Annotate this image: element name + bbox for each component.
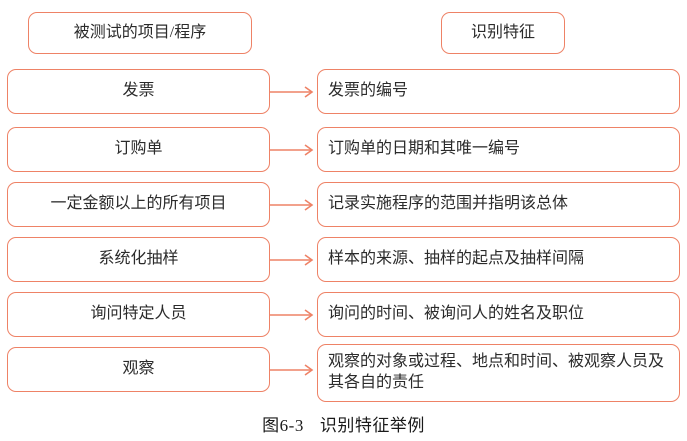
- diagram-row-observation: 观察 观察的对象或过程、地点和时间、被观察人员及其各自的责任: [0, 344, 687, 402]
- tested-item-box: 一定金额以上的所有项目: [7, 182, 270, 227]
- identifier-box: 记录实施程序的范围并指明该总体: [317, 182, 680, 227]
- figure-number: 图6-3: [262, 416, 304, 435]
- right-arrow-icon: [270, 199, 314, 211]
- diagram-row-items-above-amount: 一定金额以上的所有项目 记录实施程序的范围并指明该总体: [0, 182, 687, 227]
- identifier-box: 询问的时间、被询问人的姓名及职位: [317, 292, 680, 337]
- identifier-box: 发票的编号: [317, 69, 680, 114]
- right-arrow-icon: [270, 86, 314, 98]
- header-identifying-characteristics: 识别特征: [441, 12, 565, 54]
- tested-item-box: 系统化抽样: [7, 237, 270, 282]
- identifier-box: 订购单的日期和其唯一编号: [317, 127, 680, 172]
- figure-caption: 图6-3 识别特征举例: [0, 411, 687, 436]
- diagram-row-invoice: 发票 发票的编号: [0, 69, 687, 114]
- diagram-row-purchase-order: 订购单 订购单的日期和其唯一编号: [0, 127, 687, 172]
- figure-title: 识别特征举例: [319, 416, 425, 435]
- identifier-box: 观察的对象或过程、地点和时间、被观察人员及其各自的责任: [317, 344, 680, 402]
- diagram-row-inquiry-personnel: 询问特定人员 询问的时间、被询问人的姓名及职位: [0, 292, 687, 337]
- right-arrow-icon: [270, 144, 314, 156]
- right-arrow-icon: [270, 254, 314, 266]
- right-arrow-icon: [270, 309, 314, 321]
- identifier-box: 样本的来源、抽样的起点及抽样间隔: [317, 237, 680, 282]
- right-arrow-icon: [270, 364, 314, 376]
- tested-item-box: 观察: [7, 347, 270, 392]
- header-tested-items: 被测试的项目/程序: [28, 12, 252, 54]
- diagram-row-systematic-sampling: 系统化抽样 样本的来源、抽样的起点及抽样间隔: [0, 237, 687, 282]
- tested-item-box: 询问特定人员: [7, 292, 270, 337]
- tested-item-box: 订购单: [7, 127, 270, 172]
- tested-item-box: 发票: [7, 69, 270, 114]
